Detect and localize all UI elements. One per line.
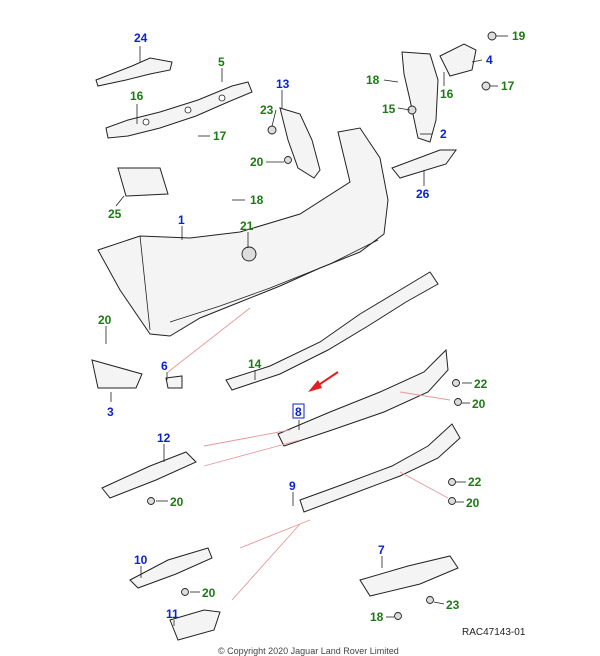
callout-20: 20 bbox=[472, 397, 486, 411]
leader-line bbox=[433, 601, 445, 605]
part-21-sensor bbox=[241, 246, 257, 262]
callout-20: 20 bbox=[466, 496, 480, 510]
part-22-clip bbox=[448, 478, 456, 486]
callout-22: 22 bbox=[468, 475, 482, 489]
callout-6: 6 bbox=[161, 359, 168, 373]
leader-line bbox=[471, 59, 483, 63]
callout-4: 4 bbox=[486, 53, 493, 67]
callout-11: 11 bbox=[166, 607, 179, 621]
callout-15: 15 bbox=[382, 102, 396, 116]
part-3-cover bbox=[91, 359, 143, 389]
part-23-screw bbox=[426, 596, 434, 604]
callout-18: 18 bbox=[250, 193, 264, 207]
part-2-bracket bbox=[401, 51, 439, 143]
callout-3: 3 bbox=[107, 405, 114, 419]
leader-line bbox=[115, 195, 125, 207]
leader-red bbox=[167, 307, 251, 373]
part-13-bracket bbox=[279, 107, 321, 179]
part-20-screw bbox=[284, 156, 292, 164]
callout-17: 17 bbox=[501, 79, 515, 93]
part-25-cover bbox=[117, 167, 169, 197]
part-4-bracket bbox=[439, 43, 477, 77]
callout-18: 18 bbox=[370, 610, 384, 624]
part-1-edge bbox=[139, 235, 151, 331]
callout-14: 14 bbox=[248, 357, 262, 371]
callout-16: 16 bbox=[440, 87, 454, 101]
callout-8-box bbox=[292, 403, 305, 419]
callout-9: 9 bbox=[289, 479, 296, 493]
callout-5: 5 bbox=[218, 55, 225, 69]
copyright-notice: © Copyright 2020 Jaguar Land Rover Limit… bbox=[218, 646, 399, 656]
callout-21: 21 bbox=[240, 219, 254, 233]
callout-12: 12 bbox=[157, 431, 171, 445]
diagram-reference: RAC47143-01 bbox=[462, 627, 526, 638]
callout-2: 2 bbox=[440, 127, 447, 141]
callout-23: 23 bbox=[446, 598, 460, 612]
part-1-lower-edge bbox=[169, 239, 379, 323]
part-20-screw bbox=[448, 497, 456, 505]
callout-19: 19 bbox=[512, 29, 526, 43]
part-5-hole bbox=[184, 106, 192, 114]
part-23-bolt bbox=[267, 125, 277, 135]
callout-8: 8 bbox=[295, 405, 302, 419]
callout-26: 26 bbox=[416, 187, 430, 201]
part-20-screw bbox=[147, 497, 155, 505]
callout-20: 20 bbox=[170, 495, 184, 509]
leader-red bbox=[203, 439, 301, 467]
part-17-nut bbox=[481, 81, 491, 91]
callout-17: 17 bbox=[213, 129, 227, 143]
callout-25: 25 bbox=[108, 207, 122, 221]
part-20-screw bbox=[181, 588, 189, 596]
callout-20: 20 bbox=[250, 155, 264, 169]
callout-24: 24 bbox=[134, 31, 148, 45]
part-20-screw bbox=[454, 398, 462, 406]
leader-line bbox=[383, 79, 399, 83]
callout-23: 23 bbox=[260, 103, 274, 117]
part-5-hole bbox=[142, 118, 150, 126]
part-7-shield bbox=[359, 555, 459, 597]
part-22-clip bbox=[452, 379, 460, 387]
part-6-clip bbox=[165, 375, 183, 389]
part-19-clip bbox=[487, 31, 497, 41]
callout-10: 10 bbox=[134, 553, 148, 567]
part-18-clip bbox=[394, 612, 402, 620]
part-9-valance bbox=[299, 423, 461, 513]
leader-red bbox=[239, 519, 311, 549]
callout-7: 7 bbox=[378, 543, 385, 557]
callout-16: 16 bbox=[130, 89, 144, 103]
callout-13: 13 bbox=[276, 77, 290, 91]
part-11-cover bbox=[169, 609, 221, 641]
part-10-bracket bbox=[129, 547, 213, 589]
part-24-bracket bbox=[95, 57, 173, 87]
part-5-bracket bbox=[105, 81, 253, 139]
callout-20: 20 bbox=[98, 313, 112, 327]
callout-18: 18 bbox=[366, 73, 380, 87]
part-8-diffuser bbox=[277, 348, 449, 447]
part-12-bracket bbox=[101, 451, 197, 499]
indicator-arrow-head bbox=[308, 380, 322, 392]
callout-20: 20 bbox=[202, 586, 216, 600]
part-26-reflector bbox=[391, 149, 457, 179]
callout-22: 22 bbox=[474, 377, 488, 391]
callout-1: 1 bbox=[178, 213, 185, 227]
leader-line bbox=[271, 109, 277, 127]
leader-red bbox=[399, 471, 449, 499]
leader-line bbox=[397, 107, 411, 111]
leader-red bbox=[231, 523, 301, 601]
leader-red bbox=[203, 429, 291, 447]
part-14-trim-strip bbox=[225, 271, 439, 391]
part-5-hole bbox=[218, 94, 226, 102]
part-1-bumper-cover bbox=[97, 127, 389, 337]
leader-red bbox=[399, 391, 451, 401]
